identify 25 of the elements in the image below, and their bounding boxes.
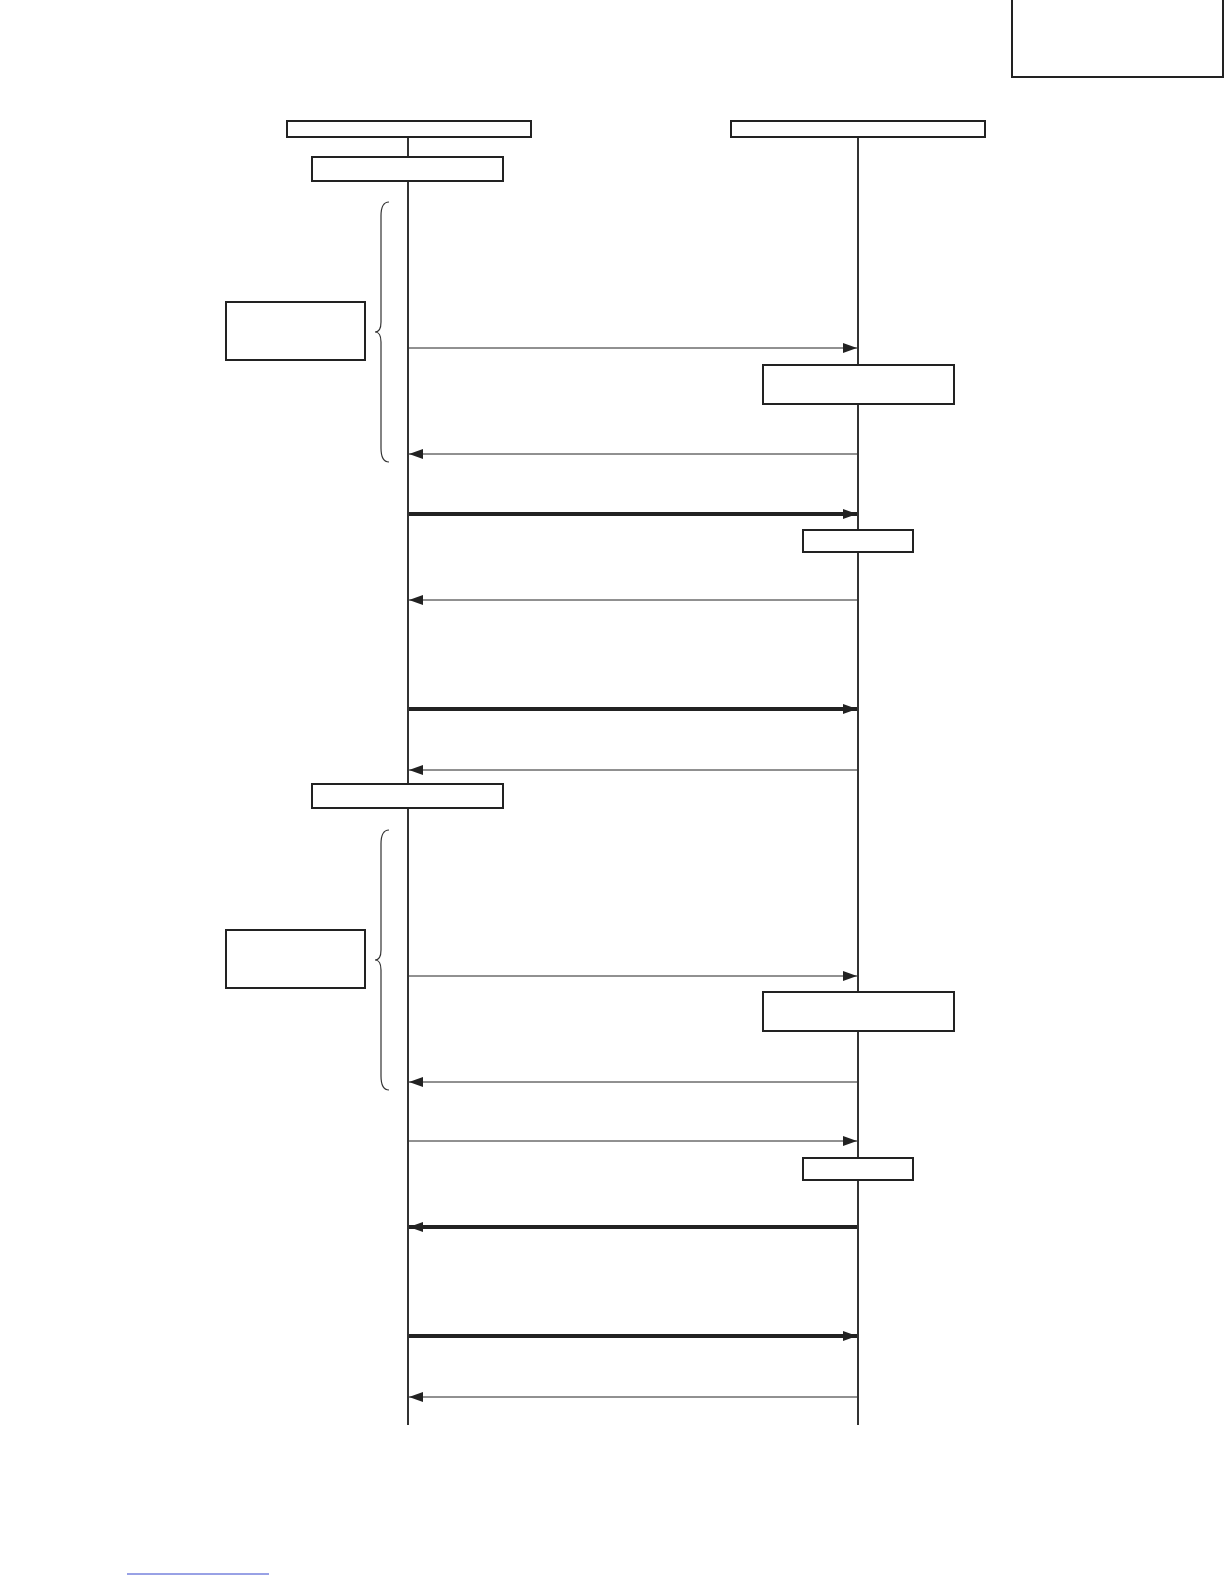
corner-frame — [1011, 0, 1224, 78]
message-arrow — [408, 765, 858, 775]
note-box — [225, 301, 366, 361]
message-arrow — [408, 343, 858, 353]
message-arrow — [408, 1392, 858, 1402]
message-arrow — [409, 704, 857, 714]
state-box — [311, 783, 504, 809]
message-arrow — [408, 1136, 858, 1146]
message-arrow — [409, 1331, 857, 1341]
process-box — [762, 364, 955, 405]
lifeline — [857, 138, 859, 1425]
message-arrow — [408, 1077, 858, 1087]
activation-box — [802, 529, 914, 553]
lifeline-header-box — [286, 120, 532, 138]
message-arrow — [409, 1222, 857, 1232]
message-arrow — [408, 971, 858, 981]
process-box — [762, 991, 955, 1032]
note-box — [225, 929, 366, 989]
message-arrow — [408, 449, 858, 459]
message-arrow — [409, 509, 857, 519]
activation-box — [802, 1157, 914, 1181]
state-box — [311, 156, 504, 182]
lifeline — [407, 138, 409, 1425]
message-arrow — [408, 595, 858, 605]
lifeline-header-box — [730, 120, 986, 138]
